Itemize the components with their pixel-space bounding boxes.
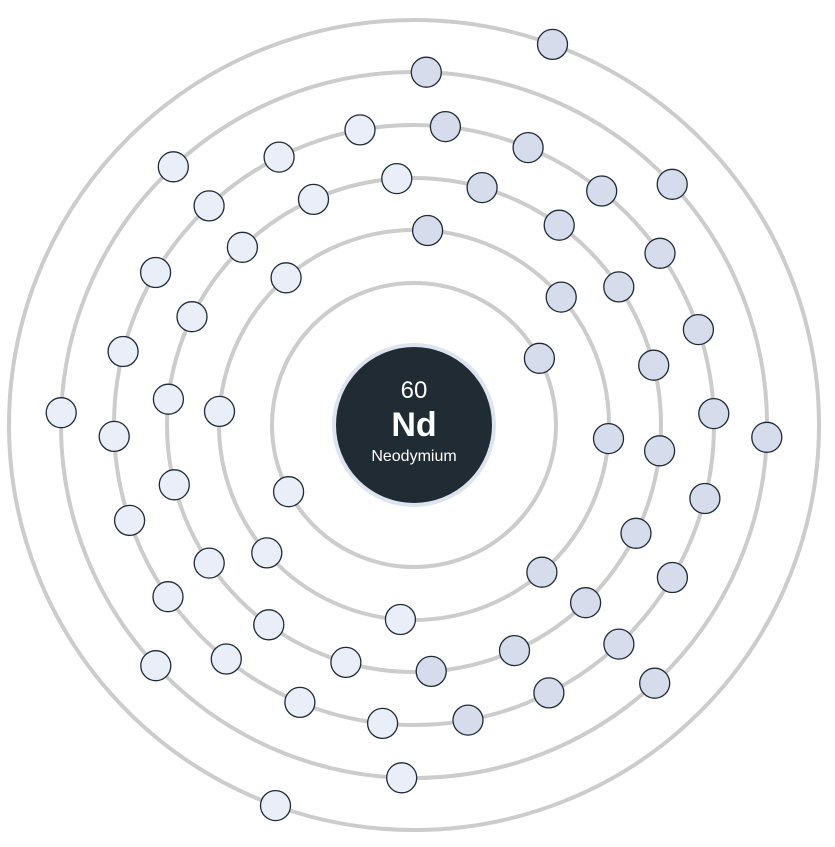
electron-N-9 — [603, 628, 635, 660]
electron-N-1 — [429, 110, 462, 143]
electron-O-7 — [45, 397, 77, 429]
shell-ring-K — [270, 281, 558, 569]
electron-M-8 — [569, 587, 602, 619]
electron-M-11 — [330, 646, 362, 679]
electron-N-15 — [152, 581, 184, 613]
electron-N-13 — [284, 686, 316, 719]
electron-M-17 — [226, 231, 259, 263]
electron-M-3 — [543, 209, 575, 241]
electron-N-21 — [263, 141, 295, 173]
electron-N-22 — [344, 114, 376, 146]
electron-N-4 — [644, 237, 676, 269]
electron-M-12 — [253, 609, 285, 641]
nucleus-circle — [332, 343, 496, 507]
electron-O-5 — [386, 762, 418, 794]
electron-N-5 — [682, 313, 715, 346]
electron-O-1 — [410, 56, 442, 88]
electron-L-2 — [545, 281, 577, 313]
element-symbol: Nd — [391, 406, 436, 444]
electron-N-17 — [98, 420, 130, 453]
electron-L-4 — [526, 556, 558, 588]
electron-K-1 — [523, 342, 556, 374]
electron-O-2 — [656, 168, 688, 200]
electron-L-1 — [411, 214, 444, 247]
electron-N-6 — [698, 397, 730, 430]
electron-M-9 — [498, 634, 531, 667]
electron-L-8 — [270, 262, 302, 294]
electron-M-14 — [158, 469, 190, 501]
electron-N-10 — [533, 677, 565, 709]
electron-M-7 — [620, 517, 652, 549]
electron-N-16 — [113, 504, 146, 537]
electron-M-18 — [297, 183, 330, 216]
electron-L-5 — [384, 603, 417, 636]
electrons — [45, 28, 783, 822]
electron-N-14 — [210, 643, 242, 675]
electron-L-3 — [592, 422, 625, 455]
shell-ring-M — [165, 176, 663, 674]
atomic-number: 60 — [401, 377, 428, 404]
electron-M-13 — [193, 547, 225, 579]
electron-M-5 — [638, 349, 670, 381]
electron-N-11 — [452, 704, 484, 736]
electron-M-10 — [415, 655, 447, 688]
electron-N-3 — [586, 175, 618, 207]
electron-L-7 — [203, 395, 236, 428]
electron-N-8 — [656, 561, 689, 594]
electron-M-6 — [643, 435, 676, 467]
electron-O-8 — [157, 151, 189, 183]
electron-O-3 — [751, 421, 783, 453]
electron-M-4 — [603, 271, 635, 303]
electron-P-2 — [259, 789, 292, 822]
shell-ring-P — [7, 18, 821, 832]
electron-P-1 — [536, 28, 569, 61]
nucleus: 60 Nd Neodymium — [332, 343, 496, 507]
electron-K-2 — [272, 476, 305, 508]
electron-N-2 — [512, 131, 544, 164]
electron-N-18 — [107, 335, 139, 368]
electron-M-15 — [152, 383, 185, 415]
electron-O-4 — [639, 667, 671, 699]
electron-M-1 — [381, 162, 413, 195]
electron-N-7 — [689, 482, 721, 515]
electron-M-2 — [466, 171, 498, 204]
electron-N-20 — [193, 190, 225, 222]
electron-N-12 — [366, 707, 399, 740]
electron-M-16 — [176, 301, 208, 333]
electron-O-6 — [140, 650, 172, 682]
electron-L-6 — [251, 537, 283, 569]
electron-N-19 — [139, 256, 172, 289]
element-name: Neodymium — [371, 448, 456, 465]
